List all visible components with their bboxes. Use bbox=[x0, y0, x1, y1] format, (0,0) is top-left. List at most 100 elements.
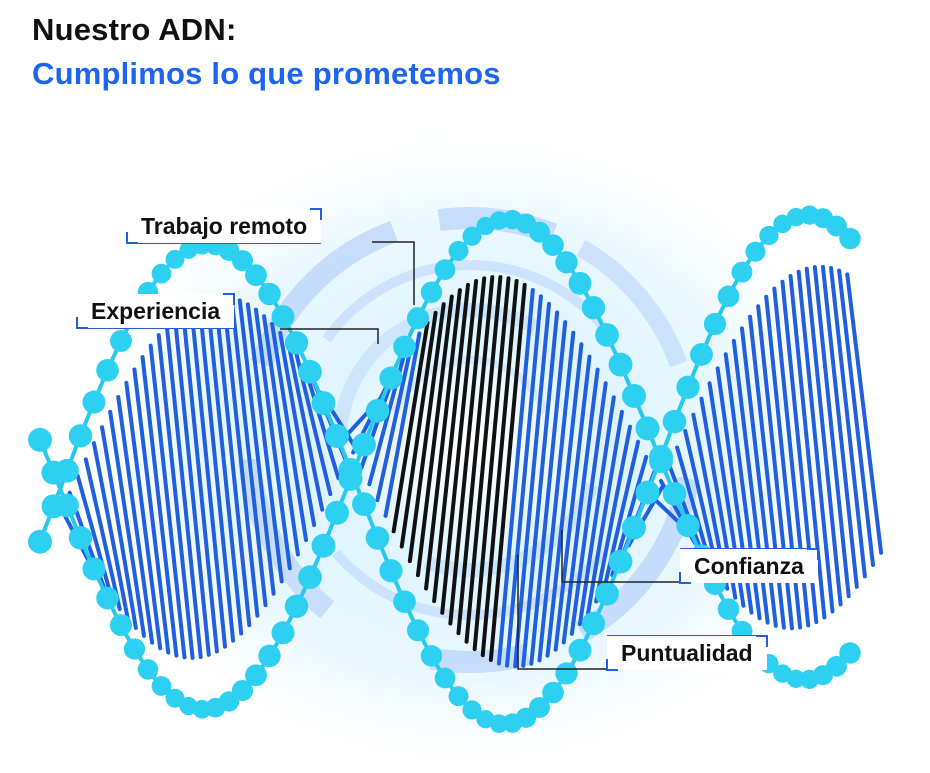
rung-highlight bbox=[391, 320, 430, 534]
rung-highlight bbox=[488, 282, 527, 662]
bead-b bbox=[325, 500, 349, 525]
rung bbox=[253, 307, 292, 571]
rung bbox=[561, 367, 600, 645]
bead-b bbox=[96, 586, 119, 610]
leader-trabajo-remoto bbox=[372, 241, 415, 305]
bead-b bbox=[338, 466, 363, 491]
rung bbox=[172, 315, 211, 657]
bead-a bbox=[595, 581, 619, 606]
rung bbox=[286, 340, 325, 512]
bead-b bbox=[717, 598, 740, 620]
bead-a bbox=[676, 375, 700, 399]
bead-b bbox=[622, 383, 646, 408]
rung bbox=[820, 264, 859, 589]
rung bbox=[124, 380, 163, 651]
bead-b bbox=[245, 664, 267, 687]
rung bbox=[197, 299, 236, 643]
bead-b bbox=[271, 621, 295, 645]
bead-b bbox=[662, 482, 687, 506]
bead-b bbox=[529, 221, 550, 243]
bead-b bbox=[420, 281, 443, 303]
bead-b bbox=[555, 251, 578, 274]
bead-b bbox=[379, 366, 403, 390]
bead-a bbox=[568, 638, 592, 662]
heading-line-1: Nuestro ADN: bbox=[32, 12, 237, 47]
rung bbox=[132, 367, 171, 655]
bead-b bbox=[68, 526, 93, 550]
rung bbox=[189, 303, 228, 649]
bead-a bbox=[96, 358, 119, 382]
ring-arc bbox=[576, 239, 688, 368]
label-experiencia: Experiencia bbox=[76, 293, 236, 329]
rung bbox=[91, 441, 130, 621]
rung bbox=[140, 355, 179, 658]
bead-a bbox=[662, 409, 687, 434]
rung bbox=[496, 288, 535, 666]
bead-a bbox=[529, 696, 550, 718]
rung bbox=[181, 308, 219, 654]
bead-a bbox=[298, 359, 322, 384]
rung bbox=[116, 394, 155, 645]
bead-a bbox=[717, 285, 740, 308]
rung bbox=[521, 310, 560, 668]
rung-highlight bbox=[432, 282, 471, 604]
bead-b bbox=[151, 676, 172, 696]
bead-b bbox=[311, 533, 336, 558]
bead-b bbox=[839, 642, 861, 664]
rung bbox=[278, 330, 317, 528]
rung bbox=[164, 323, 203, 660]
rung bbox=[594, 424, 633, 604]
bead-b bbox=[568, 271, 592, 295]
leader-confianza bbox=[561, 530, 680, 583]
bead-a bbox=[489, 714, 509, 733]
bead-a bbox=[311, 391, 336, 416]
label-puntualidad-text: Puntualidad bbox=[621, 639, 753, 666]
rung bbox=[545, 342, 584, 658]
rung bbox=[375, 343, 414, 503]
label-trabajo-remoto-text: Trabajo remoto bbox=[141, 212, 308, 239]
bead-a bbox=[608, 549, 633, 574]
bead-a bbox=[542, 681, 564, 704]
rung bbox=[75, 473, 114, 601]
rung bbox=[262, 314, 300, 557]
rung-highlight bbox=[399, 310, 438, 549]
rung bbox=[156, 333, 195, 660]
label-confianza: Confianza bbox=[679, 548, 819, 584]
rung bbox=[586, 409, 624, 616]
rung-highlight bbox=[456, 275, 495, 636]
bead-b bbox=[352, 432, 376, 457]
ring-arc bbox=[251, 221, 398, 368]
bead-a bbox=[420, 645, 443, 667]
rung bbox=[83, 457, 122, 611]
bead-b bbox=[165, 688, 185, 708]
rung bbox=[837, 268, 876, 567]
bead-a bbox=[352, 492, 376, 517]
bead-b bbox=[581, 296, 606, 320]
bead-a bbox=[434, 667, 456, 689]
rung-highlight bbox=[448, 276, 487, 626]
label-experiencia-text: Experiencia bbox=[91, 297, 221, 324]
bead-b bbox=[393, 335, 416, 359]
bead-a bbox=[555, 662, 578, 685]
bead-a bbox=[393, 590, 416, 614]
rung bbox=[513, 301, 552, 669]
label-confianza-text: Confianza bbox=[694, 552, 804, 579]
rung-highlight bbox=[415, 294, 454, 578]
rung bbox=[812, 265, 851, 599]
bead-a bbox=[151, 263, 172, 284]
bead-a bbox=[284, 331, 309, 355]
rung bbox=[796, 269, 835, 614]
label-puntualidad: Puntualidad bbox=[606, 635, 768, 671]
heading: Nuestro ADN: Cumplimos lo que prometemos bbox=[32, 8, 501, 96]
rung bbox=[108, 409, 147, 638]
bead-b bbox=[258, 644, 281, 668]
rung bbox=[845, 272, 884, 555]
bead-b bbox=[110, 614, 132, 637]
rung bbox=[302, 364, 341, 481]
rung bbox=[505, 294, 543, 668]
bead-a bbox=[703, 312, 727, 336]
bead-a bbox=[690, 343, 713, 366]
rung-highlight bbox=[407, 302, 446, 564]
bead-b bbox=[55, 493, 79, 518]
